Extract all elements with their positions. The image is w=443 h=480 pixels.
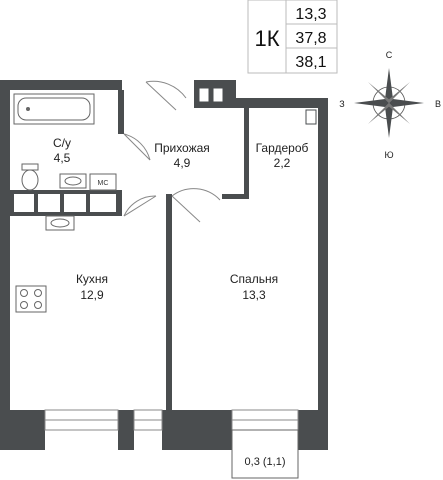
hallway-area: 4,9 [174,156,191,170]
total-area: 37,8 [295,30,326,47]
kitchen-name: Кухня [76,272,108,286]
bathtub-icon [13,93,95,125]
apartment-info: 1К 13,3 37,8 38,1 [247,0,338,74]
compass-south: Ю [384,150,393,160]
ventilation-shafts [198,87,317,125]
sink-icon [59,173,87,189]
hallway-name: Прихожая [154,141,210,155]
bathroom-area: 4,5 [54,151,71,165]
balcony-area: 0,3 (1,1) [245,456,286,468]
balcony: 0,3 (1,1) [231,429,299,479]
total-area-with-balcony: 38,1 [295,54,326,71]
compass-rose: С Ю З В [339,50,441,160]
stove-icon [15,285,47,313]
bathroom-name: С/у [53,136,71,150]
compass-east: В [435,99,441,109]
shaft-label: МС [98,180,109,187]
wardrobe-area: 2,2 [274,156,291,170]
apartment-type: 1К [254,26,279,51]
washing-machine-icon: МС [89,173,117,191]
bath-kitchen-divider [10,190,122,216]
bedroom-area: 13,3 [242,288,266,302]
wardrobe-name: Гардероб [256,141,309,155]
windows [44,409,299,431]
bedroom-name: Спальня [230,272,278,286]
toilet-icon [21,163,39,191]
compass-north: С [386,50,393,60]
walls [0,80,328,450]
kitchen-sink-icon [45,215,75,231]
living-area: 13,3 [295,6,326,23]
kitchen-area: 12,9 [80,288,104,302]
doors [123,80,221,223]
compass-west: З [339,99,344,109]
room-labels: С/у 4,5 Прихожая 4,9 Гардероб 2,2 Кухня … [53,136,309,302]
